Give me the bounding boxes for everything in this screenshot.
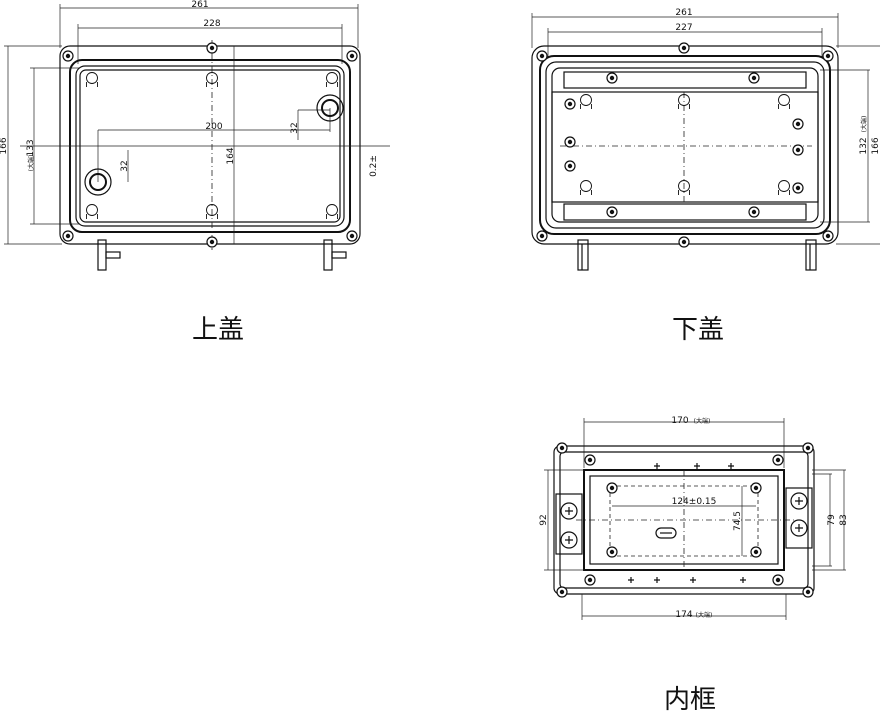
top-dim-hole-span: 200: [205, 122, 222, 132]
bottom-dim-inner-width: 227: [675, 23, 692, 33]
top-dim-inner-width: 228: [203, 19, 220, 29]
frame-dim-bottom-width-note: (大端): [696, 611, 713, 619]
top-dim-offset-a: 32: [290, 122, 300, 133]
top-dim-overall-height: 166: [0, 137, 9, 154]
top-cover-caption: 上盖: [192, 315, 244, 345]
bottom-dim-inner-height: 132: [859, 137, 869, 154]
bottom-cover-caption: 下盖: [672, 315, 724, 345]
frame-dim-right-83: 83: [839, 514, 849, 525]
top-dim-overall-width: 261: [191, 0, 208, 10]
bottom-cover-view: 261 227 132 (大端) 166: [531, 8, 880, 345]
top-cover-view: 261 228 166 133 (大端) 164 0.2± 200 32 32: [0, 0, 390, 345]
frame-dim-top-width-note: (大端): [694, 417, 711, 425]
frame-dim-right-79: 79: [827, 514, 837, 526]
frame-dim-hole-span: 124±0.15: [672, 497, 717, 507]
top-dim-draft: 0.2±: [369, 155, 379, 177]
frame-dim-74: 74.5: [733, 511, 743, 531]
frame-dim-bottom-width: 174: [675, 610, 692, 620]
bottom-dim-inner-height-note: (大端): [860, 116, 868, 133]
inner-frame-view: 170 (大端) 124±0.15 74.5: [539, 416, 849, 715]
frame-dim-top-width: 170: [671, 416, 688, 426]
bottom-dim-overall-width: 261: [675, 8, 692, 18]
top-dim-inner-height: 133: [26, 139, 36, 156]
top-dim-inner-height-note: (大端): [27, 155, 35, 172]
inner-frame-caption: 内框: [664, 685, 716, 715]
top-dim-164: 164: [226, 147, 236, 164]
bottom-dim-overall-height: 166: [871, 137, 880, 154]
frame-dim-left-height: 92: [539, 514, 549, 525]
top-dim-offset-b: 32: [120, 160, 130, 171]
